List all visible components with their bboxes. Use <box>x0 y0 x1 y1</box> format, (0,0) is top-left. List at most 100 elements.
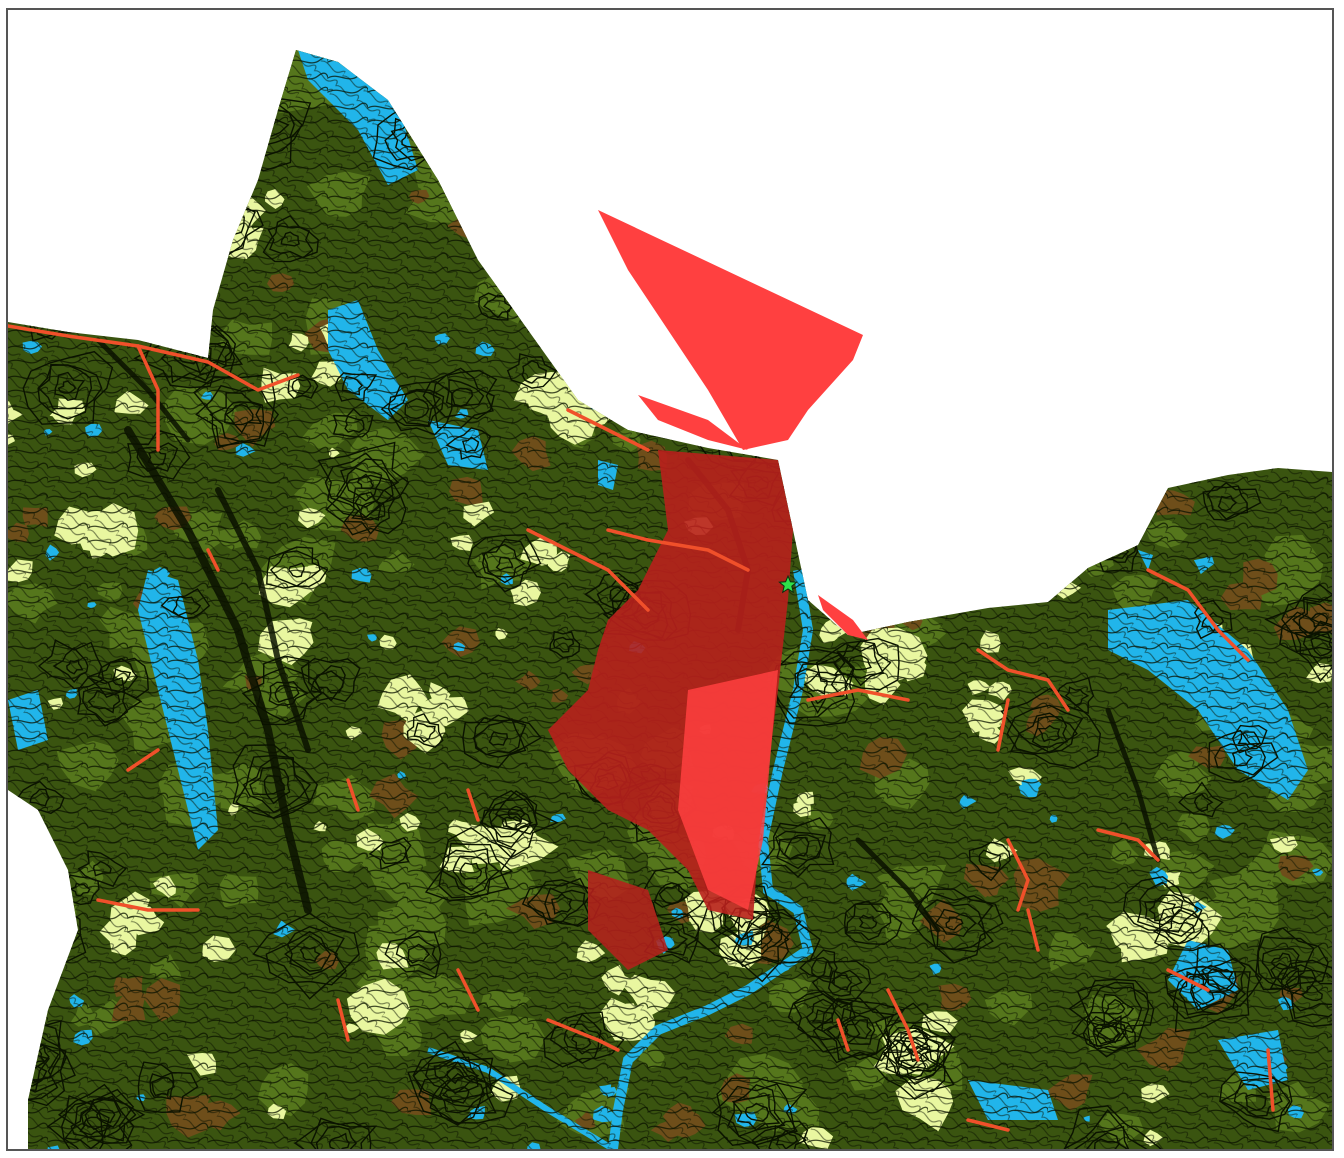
contour-ring <box>1245 1093 1267 1111</box>
contour-ring <box>232 744 319 820</box>
contour-ring <box>833 640 892 687</box>
contour-ring <box>924 299 966 332</box>
contour-ring <box>481 808 532 849</box>
contour-ring <box>1231 429 1275 455</box>
contour-ring <box>84 1099 122 1131</box>
contour-ring <box>709 908 821 983</box>
contour-ring <box>429 1074 495 1125</box>
contour-ring <box>37 364 93 420</box>
contour-ring <box>1067 157 1097 179</box>
contour-ring <box>1258 383 1282 405</box>
contour-ring <box>79 1116 103 1136</box>
terrain-patch <box>768 93 847 156</box>
terrain-patch <box>969 247 989 262</box>
contour-ring <box>368 837 412 870</box>
terrain-patch <box>613 50 681 78</box>
contour-ring <box>882 1028 950 1079</box>
contour-ring <box>286 930 339 976</box>
contour-ring <box>839 268 895 317</box>
contour-ring <box>280 231 300 247</box>
contour-ring <box>426 108 453 130</box>
terrain-patch <box>433 71 466 95</box>
terrain-patch <box>1049 92 1061 102</box>
contour-ring <box>1174 444 1222 480</box>
contour-ring <box>1311 158 1332 193</box>
contour-ring <box>1036 158 1057 174</box>
road <box>1266 1048 1275 1112</box>
terrain-patch <box>534 270 557 289</box>
road-layer <box>8 324 1275 1132</box>
terrain-patch <box>807 463 868 505</box>
contour-ring <box>1144 406 1200 449</box>
contour-ring <box>37 639 105 690</box>
contour-ring <box>962 436 981 454</box>
contour-ring <box>22 350 114 425</box>
contour-ring <box>310 1117 372 1149</box>
contour-ring <box>812 997 895 1064</box>
terrain-patch <box>563 161 597 189</box>
contour-ring <box>462 714 542 769</box>
road <box>526 528 650 612</box>
contour-ring <box>1193 128 1269 187</box>
contour-ring <box>506 353 558 389</box>
contour-ring <box>446 1066 465 1085</box>
terrain-patch <box>85 162 143 205</box>
contour-ring <box>1072 426 1137 486</box>
contour-ring <box>1082 1015 1132 1050</box>
contour-ring <box>1148 899 1177 922</box>
contour-ring <box>255 117 272 132</box>
terrain-patch <box>994 476 1056 522</box>
contour-ring <box>979 211 1064 272</box>
terrain-patch <box>431 50 469 71</box>
contour-ring <box>858 914 878 929</box>
contour-ring <box>269 550 321 587</box>
viewshed-strip <box>818 595 868 640</box>
terrain-patch <box>1224 333 1258 357</box>
contour-ring <box>845 900 892 941</box>
contour-ring <box>1255 927 1329 991</box>
road <box>836 1018 850 1052</box>
terrain-patch <box>1181 167 1216 195</box>
contour-ring <box>871 202 913 236</box>
contour-ring <box>1281 589 1332 646</box>
contour-ring <box>1300 984 1323 1002</box>
contour-ring <box>252 912 360 1000</box>
contour-ring <box>805 998 844 1033</box>
contour-ring <box>266 546 329 589</box>
contour-ring <box>921 295 975 345</box>
contour-ring <box>1206 485 1249 520</box>
contour-ring <box>395 935 441 971</box>
contour-ring <box>413 722 436 743</box>
contour-ring <box>1248 204 1271 222</box>
contour-ring <box>1203 130 1257 178</box>
contour-ring <box>775 1129 799 1149</box>
contour-ring <box>783 837 810 860</box>
contour-ring <box>1144 894 1184 926</box>
contour-ring <box>827 969 863 997</box>
contour-ring <box>1280 959 1332 1028</box>
contour-ring <box>193 373 276 449</box>
contour-ring <box>1022 150 1063 183</box>
contour-ring <box>1233 1083 1283 1117</box>
contour-ring <box>57 1083 146 1142</box>
contour-ring <box>8 1029 67 1109</box>
contour-ring <box>825 231 860 266</box>
contour-ring <box>653 882 691 908</box>
contour-ring <box>905 1045 931 1063</box>
contour-ring <box>57 380 77 394</box>
contour-ring <box>300 657 361 703</box>
contour-ring <box>882 1037 946 1093</box>
contour-ring <box>845 271 887 309</box>
terrain-patch <box>788 50 870 98</box>
contour-ring <box>1076 984 1155 1044</box>
terrain-patch <box>1087 403 1123 433</box>
terrain-patch <box>578 99 652 154</box>
terrain-patch <box>1289 50 1315 65</box>
contour-ring <box>265 926 347 986</box>
contour-ring <box>856 278 882 302</box>
contour-ring <box>1253 381 1290 410</box>
contour-ring <box>811 956 833 978</box>
contour-ring <box>1085 981 1143 1034</box>
terrain-patch <box>674 85 706 106</box>
contour-ring <box>877 210 906 229</box>
